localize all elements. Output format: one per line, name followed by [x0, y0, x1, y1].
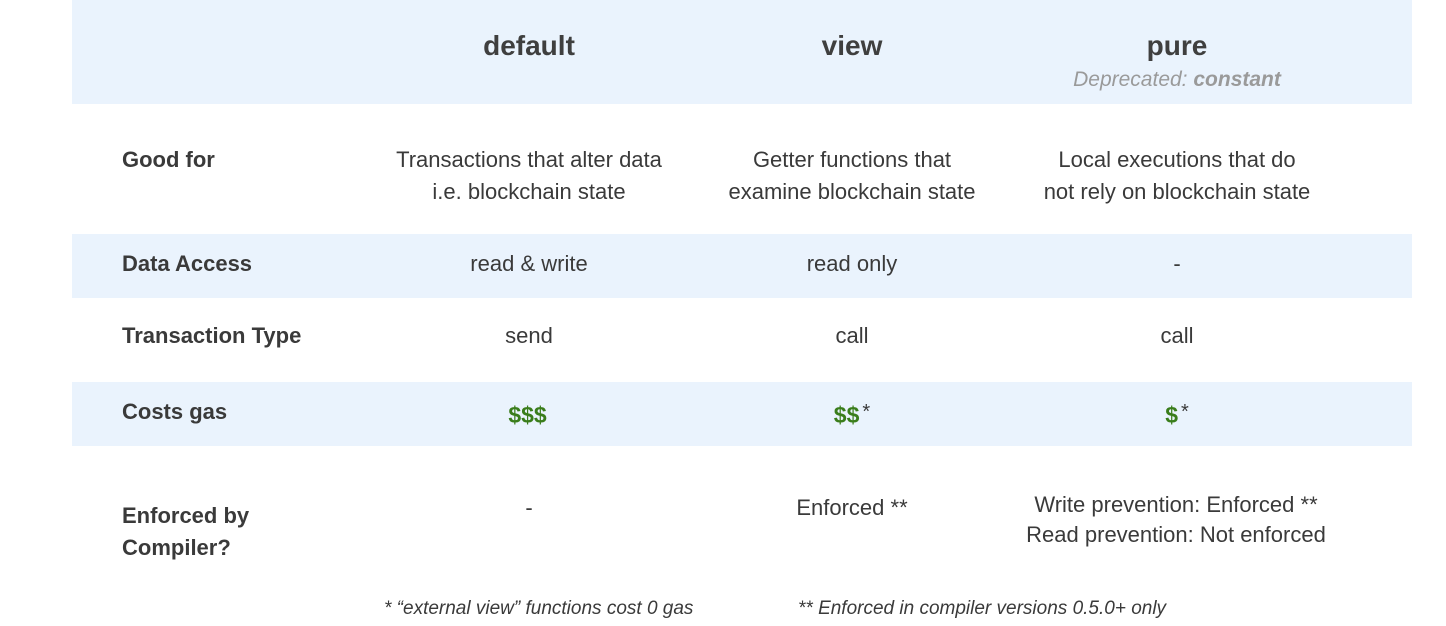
good-for-view-line-2: examine blockchain state: [728, 179, 976, 204]
header-band: [72, 0, 1412, 104]
enforced-pure: Write prevention: Enforced ** Read preve…: [1000, 490, 1352, 550]
good-for-view: Getter functions that examine blockchain…: [702, 144, 1002, 208]
deprecated-term: constant: [1193, 68, 1281, 91]
enforced-pure-line-1: Write prevention: Enforced **: [1034, 492, 1318, 517]
transaction-type-default: send: [505, 323, 553, 348]
costs-gas-band: [72, 382, 1412, 446]
deprecated-prefix: Deprecated:: [1073, 68, 1194, 91]
column-header-pure: pure: [1146, 30, 1208, 61]
good-for-default-line-2: i.e. blockchain state: [432, 179, 626, 204]
row-label-enforced: Enforced by Compiler?: [122, 500, 249, 564]
enforced-pure-line-2: Read prevention: Not enforced: [1026, 522, 1326, 547]
data-access-pure: -: [1173, 251, 1181, 276]
footnote-compiler-versions: ** Enforced in compiler versions 0.5.0+ …: [798, 598, 1167, 619]
row-label-transaction-type: Transaction Type: [122, 323, 302, 348]
gas-footnote-mark-pure: *: [1181, 401, 1189, 423]
row-label-enforced-line-2: Compiler?: [122, 535, 231, 560]
enforced-default: -: [364, 492, 694, 524]
gas-amount-default: $$$: [508, 402, 547, 428]
transaction-type-pure: call: [1160, 323, 1194, 348]
gas-footnote-mark-view: *: [862, 401, 871, 423]
enforced-view: Enforced **: [702, 492, 1002, 524]
costs-gas-pure: $*: [1012, 396, 1342, 432]
transaction-type-view: call: [835, 323, 869, 348]
gas-amount-view: $$: [833, 402, 860, 428]
good-for-default-line-1: Transactions that alter data: [396, 147, 662, 172]
costs-gas-default: $$$: [364, 396, 694, 432]
deprecated-note: Deprecated: constant: [1012, 68, 1342, 92]
enforced-view-line-1: Enforced **: [796, 495, 908, 520]
good-for-pure-line-2: not rely on blockchain state: [1043, 179, 1311, 204]
data-access-default: read & write: [470, 251, 588, 276]
gas-amount-pure: $: [1165, 402, 1178, 428]
row-label-costs-gas: Costs gas: [122, 399, 228, 424]
row-label-data-access: Data Access: [122, 251, 253, 276]
good-for-default: Transactions that alter data i.e. blockc…: [364, 144, 694, 208]
row-label-good-for: Good for: [122, 147, 215, 172]
data-access-band: [72, 234, 1412, 298]
enforced-default-line-1: -: [525, 495, 533, 520]
data-access-view: read only: [806, 251, 898, 276]
footnote-external-view: * “external view” functions cost 0 gas: [384, 598, 694, 619]
good-for-pure-line-1: Local executions that do: [1058, 147, 1296, 172]
column-header-default: default: [483, 30, 575, 61]
row-label-enforced-line-1: Enforced by: [122, 503, 250, 528]
good-for-view-line-1: Getter functions that: [752, 147, 952, 172]
good-for-pure: Local executions that do not rely on blo…: [1012, 144, 1342, 208]
column-header-view: view: [821, 30, 883, 61]
costs-gas-view: $$*: [702, 396, 1002, 432]
